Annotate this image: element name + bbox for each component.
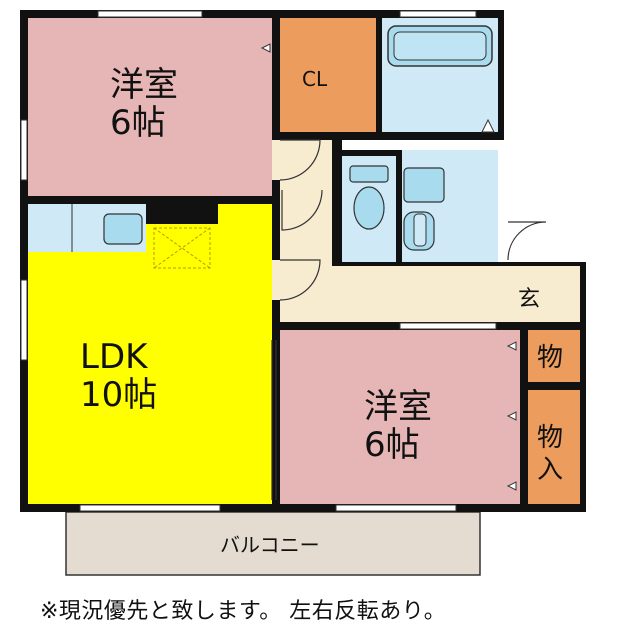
doors (271, 139, 547, 500)
entrance-hall (340, 264, 580, 322)
storage-label: 物 (537, 343, 563, 373)
walls (20, 10, 586, 512)
closet (280, 18, 376, 132)
floor-plan: 洋室 6帖 CL LDK 10帖 玄 洋室 6帖 物 物 入 バルコニー (20, 10, 586, 576)
range-hood-icon (153, 227, 211, 269)
storage-closet-label-1: 物 (537, 423, 563, 453)
balcony (65, 511, 481, 576)
footer-note: ※現況優先と致します。 左右反転あり。 (40, 599, 447, 624)
ldk-room (28, 204, 272, 504)
kitchen-sink-icon (103, 213, 143, 245)
ldk-size: 10帖 (80, 375, 157, 415)
toilet-icon (349, 165, 389, 230)
western-room-top-name: 洋室 (110, 65, 178, 105)
storage-closet-label-2: 入 (537, 455, 563, 485)
balcony-label: バルコニー (220, 533, 320, 557)
hallway (272, 140, 340, 332)
washbasin-icon (403, 167, 445, 251)
western-room-bottom-size: 6帖 (364, 425, 420, 465)
closet-label: CL (302, 67, 328, 91)
western-room-bottom-name: 洋室 (364, 387, 432, 427)
door-indicators (260, 43, 517, 491)
western-room-top-size: 6帖 (110, 103, 166, 143)
windows (20, 10, 497, 512)
western-room-top (28, 18, 272, 196)
entrance-label: 玄 (518, 287, 540, 312)
storage (528, 330, 580, 382)
western-room-bottom (280, 330, 524, 504)
ldk-name: LDK (80, 337, 149, 377)
storage-closet (528, 390, 580, 504)
